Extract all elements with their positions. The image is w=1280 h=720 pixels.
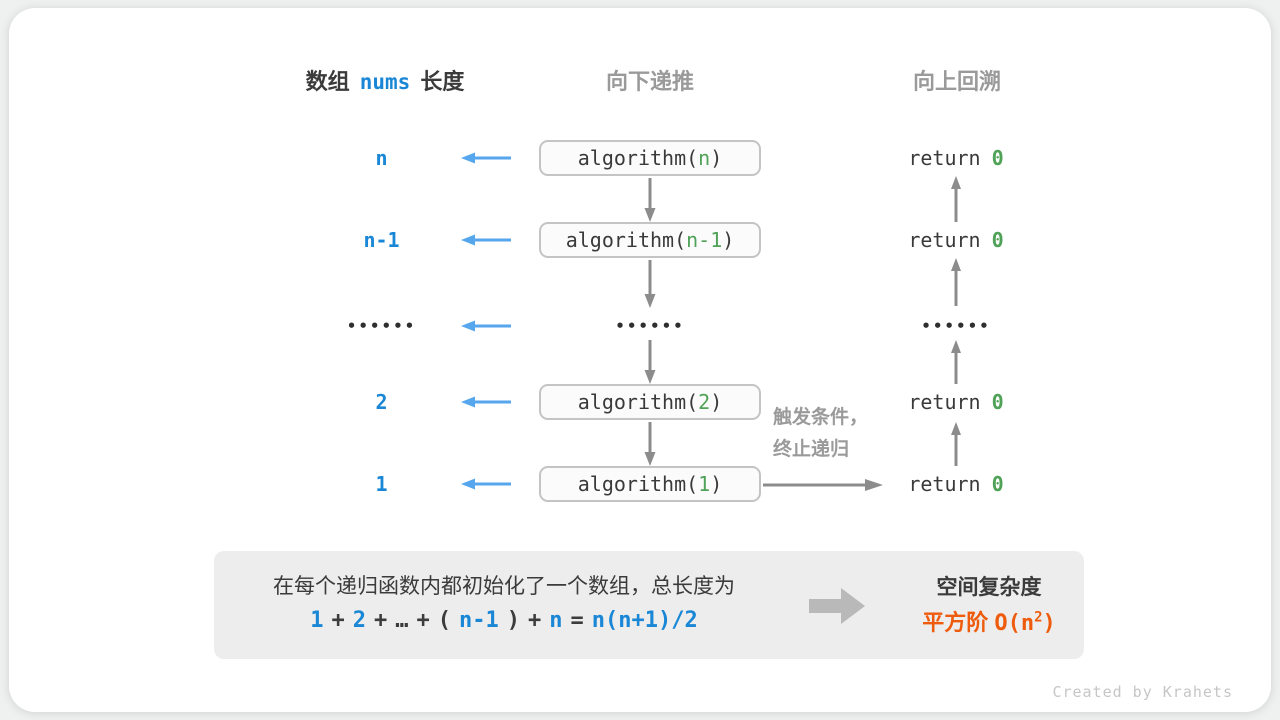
call-arg: n — [698, 146, 711, 170]
up-arrow-icon — [951, 258, 961, 306]
middle-dots: •••••• — [615, 317, 685, 335]
down-arrow-icon — [644, 178, 656, 222]
left-arrow-icon — [461, 396, 511, 408]
implies-arrow-bar — [809, 599, 841, 613]
return-row-1: return 0 — [876, 470, 1036, 498]
left-arrow-icon — [461, 320, 511, 332]
up-arrow-icon — [951, 176, 961, 222]
termination-line1: 触发条件， — [773, 407, 869, 428]
return-row-n-1: return 0 — [876, 226, 1036, 254]
formula-result: n(n+1)/2 — [591, 608, 698, 633]
call-pre: algorithm( — [577, 390, 699, 414]
header-array-length: 数组 nums 长度 — [225, 68, 545, 96]
header-backtrack-up: 向上回溯 — [912, 69, 1001, 94]
formula-op: = — [570, 608, 584, 633]
down-arrow-icon — [644, 340, 656, 384]
call-box-n-1: algorithm(n-1) — [539, 222, 761, 258]
call-arg: n-1 — [686, 228, 723, 252]
call-post: ) — [710, 472, 723, 496]
right-arrow-icon — [763, 479, 883, 491]
call-post: ) — [710, 146, 723, 170]
return-keyword: return — [908, 390, 981, 414]
return-value: 0 — [991, 228, 1004, 252]
summary-panel: 在每个递归函数内都初始化了一个数组，总长度为 1 +2 + … + ( n-1) + n = n(n… — [214, 551, 1084, 659]
header-array-suffix: 长度 — [420, 69, 465, 94]
call-arg: 2 — [698, 390, 711, 414]
formula-paren: ) — [506, 608, 521, 633]
formula-op: + — [528, 608, 542, 633]
return-row-2: return 0 — [876, 388, 1036, 416]
formula-paren: ( — [437, 608, 452, 633]
down-arrow-icon — [644, 260, 656, 308]
return-keyword: return — [908, 146, 981, 170]
formula-op: + — [331, 608, 345, 633]
formula-term: 2 — [352, 608, 367, 633]
call-pre: algorithm( — [565, 228, 687, 252]
down-arrow-icon — [644, 422, 656, 466]
formula-term: n-1 — [459, 608, 499, 633]
call-box-n: algorithm(n) — [539, 140, 761, 176]
return-keyword: return — [908, 228, 981, 252]
header-array-prefix: 数组 — [305, 69, 350, 94]
formula-term: 1 — [310, 608, 324, 633]
termination-annotation: 触发条件， 终止递归 — [773, 402, 903, 466]
complexity-bigO: O(n2) — [994, 609, 1056, 636]
call-pre: algorithm( — [577, 472, 699, 496]
call-post: ) — [722, 228, 735, 252]
left-arrow-icon — [461, 478, 511, 490]
complexity-value: 平方阶 O(n2) — [884, 605, 1094, 637]
summary-formula: 1 +2 + … + ( n-1) + n = n(n+1)/2 — [234, 608, 774, 633]
up-arrow-icon — [951, 340, 961, 384]
header-recurse-down: 向下递推 — [605, 69, 694, 94]
termination-line2: 终止递归 — [773, 439, 850, 460]
diagram-card: 数组 nums 长度 向下递推 向上回溯 n algorithm(n) retu… — [9, 8, 1271, 712]
header-array-code: nums — [359, 70, 411, 94]
length-dots: •••••• — [346, 317, 417, 335]
complexity-title: 空间复杂度 — [936, 576, 1042, 599]
complexity-label: 平方阶 — [922, 610, 989, 635]
return-value: 0 — [991, 472, 1004, 496]
left-arrow-icon — [461, 152, 511, 164]
summary-description: 在每个递归函数内都初始化了一个数组，总长度为 — [273, 575, 735, 598]
left-arrow-icon — [461, 234, 511, 246]
return-row-n: return 0 — [876, 144, 1036, 172]
complexity-exponent: 2 — [1034, 609, 1043, 626]
formula-ellipsis: … — [395, 608, 409, 633]
call-pre: algorithm( — [577, 146, 699, 170]
length-label-2: 2 — [375, 390, 388, 414]
implies-arrow-head — [841, 588, 865, 624]
call-post: ) — [710, 390, 723, 414]
right-dots: •••••• — [921, 317, 991, 335]
return-keyword: return — [908, 472, 981, 496]
length-label-1: 1 — [375, 472, 388, 496]
length-label-n-1: n-1 — [363, 228, 400, 252]
call-arg: 1 — [698, 472, 711, 496]
watermark: Created by Krahets — [1052, 683, 1233, 701]
call-box-2: algorithm(2) — [539, 384, 761, 420]
formula-term: n — [549, 608, 563, 633]
recursion-diagram: 数组 nums 长度 向下递推 向上回溯 n algorithm(n) retu… — [9, 8, 1271, 712]
implies-arrow-icon — [809, 588, 869, 624]
formula-op: + — [416, 608, 430, 633]
return-value: 0 — [991, 146, 1004, 170]
call-box-1: algorithm(1) — [539, 466, 761, 502]
formula-op: + — [374, 608, 388, 633]
return-value: 0 — [991, 390, 1004, 414]
length-label-n: n — [375, 146, 388, 170]
up-arrow-icon — [951, 422, 961, 466]
